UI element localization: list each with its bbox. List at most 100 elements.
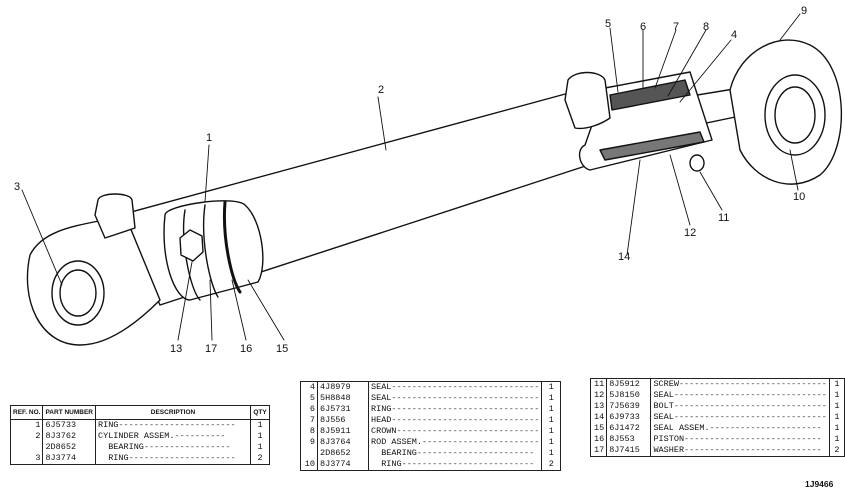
qty: 1 (250, 431, 270, 442)
callout-5: 5 (605, 18, 611, 30)
part-number: 2D8652 (317, 448, 369, 459)
header-part: PART NUMBER (42, 405, 96, 420)
description: SEAL------------------------------ (650, 412, 830, 423)
description: SEAL----------------------------- (367, 381, 543, 393)
callout-2: 2 (378, 84, 384, 96)
callout-12: 12 (684, 227, 696, 239)
parts-table-3: 11 8J5912 SCREW-------------------------… (589, 378, 845, 457)
part-number: 6J5733 (42, 419, 96, 431)
ref-no: 5 (300, 393, 318, 404)
qty: 2 (828, 445, 845, 457)
header-desc: DESCRIPTION (95, 405, 251, 420)
part-number: 8J7415 (606, 445, 652, 457)
ref-no: 10 (300, 459, 318, 471)
part-number: 8J3762 (42, 431, 96, 442)
qty: 1 (828, 423, 845, 434)
ref-no: 3 (9, 453, 44, 465)
qty: 2 (541, 459, 562, 471)
callout-1: 1 (206, 132, 212, 144)
table-row: 17 8J7415 WASHER------------------------… (589, 445, 845, 457)
table-row: 3 8J3774 RING--------------------- 2 (9, 453, 270, 465)
callout-13: 13 (170, 343, 182, 355)
callout-6: 6 (640, 21, 646, 33)
table-row: 2D8652 BEARING----------------------- 1 (300, 448, 562, 459)
part-number: 8J556 (317, 415, 369, 426)
table-row: 1 6J5733 RING----------------------- 1 (9, 419, 270, 431)
description: ROD ASSEM.----------------------- (367, 437, 543, 448)
qty: 1 (541, 381, 562, 393)
description: HEAD----------------------------- (367, 415, 543, 426)
qty: 1 (541, 426, 562, 437)
qty: 1 (828, 401, 845, 412)
table-row: 4 4J8979 SEAL---------------------------… (300, 381, 562, 393)
table-row: 11 8J5912 SCREW-------------------------… (589, 378, 845, 390)
table-row: 6 6J5731 RING---------------------------… (300, 404, 562, 415)
part-number: 7J5639 (606, 401, 652, 412)
description: BOLT------------------------------ (650, 401, 830, 412)
drawing-id: 1J9466 (805, 479, 834, 489)
header-ref: REF. NO. (9, 405, 44, 420)
qty: 1 (828, 390, 845, 401)
description: RING----------------------------- (367, 404, 543, 415)
table-row: 14 6J9733 SEAL--------------------------… (589, 412, 845, 423)
ref-no: 9 (300, 437, 318, 448)
ref-no: 4 (300, 381, 318, 393)
description: RING-------------------------- (367, 459, 543, 471)
ref-no (9, 442, 44, 453)
description: SEAL------------------------------ (650, 390, 830, 401)
description: SCREW----------------------------- (650, 378, 830, 390)
qty: 1 (541, 448, 562, 459)
qty: 1 (828, 412, 845, 423)
description: SEAL----------------------------- (367, 393, 543, 404)
description: CROWN---------------------------- (367, 426, 543, 437)
table-row: 8 8J5911 CROWN--------------------------… (300, 426, 562, 437)
table-row: 9 8J3764 ROD ASSEM.---------------------… (300, 437, 562, 448)
parts-table-1: REF. NO. PART NUMBER DESCRIPTION QTY 1 6… (9, 405, 270, 465)
qty: 1 (250, 419, 270, 431)
header-qty: QTY (250, 405, 270, 420)
ref-no: 15 (589, 423, 608, 434)
table-row: 12 5J8150 SEAL--------------------------… (589, 390, 845, 401)
part-number: 8J3774 (42, 453, 96, 465)
callout-8: 8 (703, 21, 709, 33)
callout-9: 9 (801, 5, 807, 17)
ref-no: 7 (300, 415, 318, 426)
qty: 1 (250, 442, 270, 453)
callout-16: 16 (240, 343, 252, 355)
callout-4: 4 (731, 29, 737, 41)
part-number: 8J3774 (317, 459, 369, 471)
description: BEARING----------------------- (367, 448, 543, 459)
part-number: 4J8979 (317, 381, 369, 393)
part-number: 8J5912 (606, 378, 652, 390)
ref-no: 1 (9, 419, 44, 431)
part-number: 2D8652 (42, 442, 96, 453)
description: RING----------------------- (95, 419, 251, 431)
ref-no (300, 448, 318, 459)
part-number: 8J3764 (317, 437, 369, 448)
ref-no: 2 (9, 431, 44, 442)
ref-no: 6 (300, 404, 318, 415)
qty: 1 (828, 378, 845, 390)
callout-7: 7 (673, 21, 679, 33)
part-number: 6J1472 (606, 423, 652, 434)
table-row: 7 8J556 HEAD----------------------------… (300, 415, 562, 426)
ref-no: 11 (589, 378, 608, 390)
qty: 1 (541, 437, 562, 448)
callout-17: 17 (205, 343, 217, 355)
qty: 1 (541, 415, 562, 426)
table-row: 16 8J553 PISTON-------------------------… (589, 434, 845, 445)
description: RING--------------------- (95, 453, 251, 465)
table-row: 13 7J5639 BOLT--------------------------… (589, 401, 845, 412)
table-row: 10 8J3774 RING--------------------------… (300, 459, 562, 471)
callout-15: 15 (276, 343, 288, 355)
description: CYLINDER ASSEM.---------- (95, 431, 251, 442)
ref-no: 17 (589, 445, 608, 457)
callout-11: 11 (718, 212, 729, 224)
table-row: 15 6J1472 SEAL ASSEM.-------------------… (589, 423, 845, 434)
part-number: 5H8848 (317, 393, 369, 404)
callout-14: 14 (618, 251, 630, 263)
ref-no: 8 (300, 426, 318, 437)
qty: 1 (541, 404, 562, 415)
part-number: 6J9733 (606, 412, 652, 423)
callout-3: 3 (14, 181, 20, 193)
